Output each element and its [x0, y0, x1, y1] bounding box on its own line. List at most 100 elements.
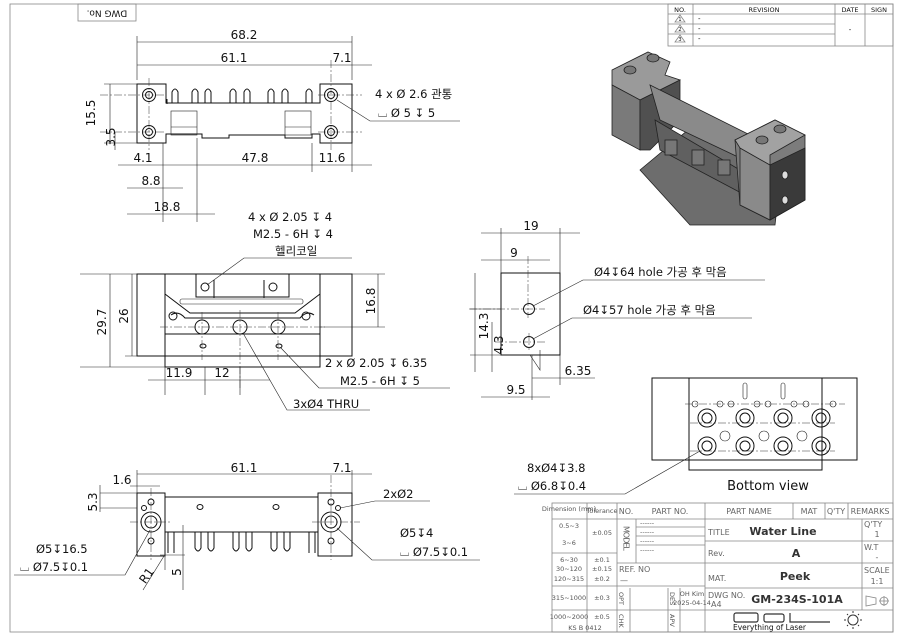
rev-date: - [849, 26, 852, 34]
hole-note-through: 4 x Ø 2.6 관통 [375, 87, 452, 101]
dim-height-29-7: 29.7 [95, 309, 109, 336]
wt-label: W.T [864, 543, 879, 552]
rev-header-no: NO. [674, 6, 686, 14]
apv-label: APV [668, 614, 676, 627]
rev-text: - [698, 35, 701, 43]
tol-value: ±0.05 [592, 529, 612, 537]
hole-note-counterbore: ⌴ Ø 5 ↧ 5 [378, 106, 435, 120]
model-dashes: ------ [640, 546, 655, 554]
tol-value: ±0.2 [594, 575, 610, 583]
tol-value: ±0.15 [592, 565, 612, 573]
dwg-no-box: DWG No. [77, 3, 137, 22]
dwg-no-label: DWG No. [87, 8, 128, 18]
dim-height-16-8: 16.8 [364, 288, 378, 315]
tol-range: 0.5~3 [559, 522, 579, 530]
dim-end-offset: 7.1 [332, 51, 351, 65]
dim-11-9: 11.9 [166, 366, 193, 380]
rev-no: 1 [678, 17, 681, 23]
tol-range: 30~120 [556, 565, 582, 573]
tol-range: 3~6 [562, 539, 576, 547]
dim-18-8: 18.8 [154, 200, 181, 214]
dim-middle-length: 47.8 [242, 151, 269, 165]
rev-label: Rev. [708, 549, 725, 558]
top-view: 68.2 61.1 7.1 15.5 3.5 4.1 47.8 11.6 8.8… [84, 28, 460, 222]
header-qty: Q'TY [827, 507, 845, 516]
lower-view: 61.1 7.1 1.6 5.3 R1 5 Ø5↧16.5 ⌴ Ø7.5↧0.1… [14, 461, 480, 591]
lower-right-note-small: 2xØ2 [383, 487, 414, 501]
ref-no-label: REF. NO [619, 565, 650, 574]
designer-name: OH Kim [680, 590, 704, 598]
header-mat: MAT [801, 507, 818, 516]
ref-no-value: — [620, 576, 628, 585]
tol-value: ±0.5 [594, 613, 610, 621]
tol-standard: KS B 0412 [568, 624, 602, 632]
front-view: 29.7 26 16.8 11.9 12 4 x Ø 2.05 ↧ 4 M2.5… [80, 210, 450, 411]
wt-value: - [876, 553, 879, 562]
lower-left-note-1: Ø5↧16.5 [36, 542, 88, 556]
dim-1-6: 1.6 [112, 473, 131, 487]
dim-right-offset: 11.6 [319, 151, 346, 165]
dim-hole-span: 61.1 [221, 51, 248, 65]
rev-no: 3 [678, 37, 681, 43]
dim-r1: R1 [136, 565, 157, 586]
design-date: 2025-04-14 [673, 599, 711, 607]
sheet-border [9, 3, 894, 633]
bottom-view: Bottom view 8xØ4↧3.8 ⌴ Ø6.8↧0.4 [514, 377, 858, 495]
revision-triangle-icon [674, 34, 686, 43]
revision-table: NO. REVISION DATE SIGN 1 - 2 - 3 - - [667, 3, 894, 47]
rev-text: - [698, 25, 701, 33]
dim-side-9-5: 9.5 [506, 383, 525, 397]
scale-value: 1:1 [871, 577, 884, 586]
side-view: 19 9 14.3 4.3 6.35 9.5 Ø4↧64 hole 가공 후 막… [469, 219, 765, 400]
dim-5: 5 [170, 568, 184, 576]
chk-label: CHK [617, 614, 625, 628]
bottom-hole-note-1: 8xØ4↧3.8 [527, 461, 585, 475]
dim-5-3: 5.3 [86, 492, 100, 511]
lower-right-note-1: Ø5↧4 [400, 526, 433, 540]
tol-range: 1000~2000 [550, 613, 589, 621]
tap-note-2: M2.5 - 6H ↧ 4 [253, 227, 333, 241]
tol-range: 315~1000 [552, 594, 586, 602]
title-label: TITLE [707, 528, 730, 537]
helicoil-note: 헬리코일 [275, 244, 317, 258]
dim-left-offset: 4.1 [133, 151, 152, 165]
dim-8-8: 8.8 [141, 174, 160, 188]
dim-width: 15.5 [84, 100, 98, 127]
side-hole-note-2: Ø4↧57 hole 가공 후 막음 [583, 303, 716, 317]
bottom-tap-note-2: M2.5 - 6H ↧ 5 [340, 374, 420, 388]
qty-value: 1 [874, 530, 879, 539]
rev-header-sign: SIGN [871, 6, 887, 14]
tolerance-rows: 0.5~3 ±0.05 3~6 6~30 ±0.1 30~120 ±0.15 1… [550, 522, 612, 632]
dim-side-width: 19 [523, 219, 538, 233]
header-no: NO. [619, 507, 634, 516]
tol-range: 120~315 [554, 575, 584, 583]
dim-height-26: 26 [117, 308, 131, 323]
mat-label: MAT. [708, 574, 726, 583]
revision-triangle-icon [674, 14, 686, 23]
opt-label: OPT [617, 592, 625, 605]
tol-header-tolerance: Tolerance [586, 507, 618, 515]
dim-side-hole-x: 9 [510, 246, 518, 260]
projection-symbol-icon [865, 595, 889, 607]
thru-hole-note: 3xØ4 THRU [293, 397, 359, 411]
header-part-name: PART NAME [726, 507, 772, 516]
model-dashes: ------ [640, 537, 655, 545]
tap-note-1: 4 x Ø 2.05 ↧ 4 [248, 210, 332, 224]
header-remarks: REMARKS [851, 507, 890, 516]
isometric-3d-view [611, 51, 806, 226]
rev-row-3: 3 - [674, 34, 701, 43]
rev-header-date: DATE [842, 6, 859, 14]
model-dashes: ------ [640, 528, 655, 536]
revision-triangle-icon [674, 24, 686, 33]
dim-overall-length: 68.2 [231, 28, 258, 42]
model-label: MODEL [622, 526, 631, 551]
tol-range: 6~30 [560, 556, 578, 564]
logo-tagline: Everything of Laser [733, 623, 807, 632]
rev-row-1: 1 - [674, 14, 701, 23]
title-block: Dimension (mm) Tolerance 0.5~3 ±0.05 3~6… [542, 502, 894, 633]
tol-value: ±0.1 [594, 556, 610, 564]
dim-12: 12 [214, 366, 229, 380]
rev-header-revision: REVISION [748, 6, 779, 14]
dim-side-4-3: 4.3 [492, 335, 506, 354]
